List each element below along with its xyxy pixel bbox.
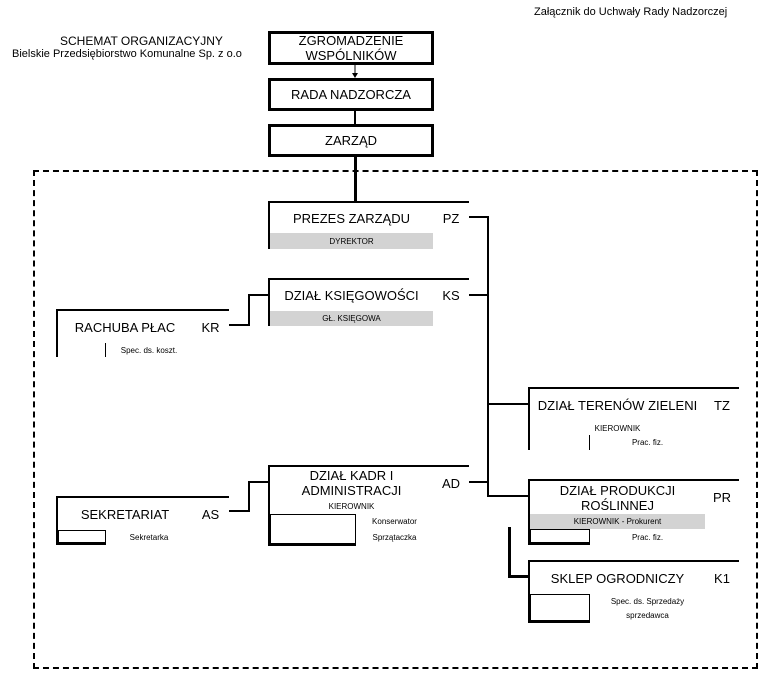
management-label: ZARZĄD: [325, 133, 377, 148]
accounting-code: KS: [433, 280, 469, 312]
garden-shop-code: K1: [705, 562, 739, 595]
green-areas-role: KIEROWNIK: [530, 421, 706, 436]
hr-admin-role3: Sprzątaczka: [355, 529, 434, 546]
hr-admin-unit: DZIAŁ KADR I ADMINISTRACJI AD KIEROWNIK …: [268, 465, 469, 546]
plant-production-name-text: DZIAŁ PRODUKCJI ROŚLINNEJ: [559, 482, 676, 513]
garden-shop-role2-code: [705, 608, 739, 623]
connector-as: [228, 510, 250, 512]
plant-production-code: PR: [705, 481, 739, 515]
plant-production-name: DZIAŁ PRODUKCJI ROŚLINNEJ: [530, 481, 706, 515]
green-areas-role2-code: [705, 435, 739, 450]
connector-pr-k1-horizontal: [508, 575, 529, 578]
connector-board-management: [354, 110, 356, 124]
connector-ad-as-vertical: [248, 481, 250, 512]
payroll-unit: RACHUBA PŁAC KR Spec. ds. koszt.: [56, 309, 229, 357]
arrow-head-assembly-board: [352, 73, 358, 78]
hr-admin-name: DZIAŁ KADR I ADMINISTRACJI: [270, 467, 434, 500]
secretariat-role-code: [192, 530, 229, 545]
connector-pz-trunk: [467, 216, 489, 218]
organization-boundary: [33, 170, 758, 669]
garden-shop-name: SKLEP OGRODNICZY: [530, 562, 706, 595]
secretariat-code: AS: [192, 498, 229, 531]
secretariat-name: SEKRETARIAT: [58, 498, 193, 531]
secretariat-unit: SEKRETARIAT AS Sekretarka: [56, 496, 229, 545]
plant-production-role2-code: [705, 529, 739, 545]
green-areas-name: DZIAŁ TERENÓW ZIELENI: [530, 389, 706, 422]
payroll-name: RACHUBA PŁAC: [58, 311, 193, 344]
garden-shop-role2: sprzedawca: [589, 608, 706, 623]
hr-admin-code: AD: [433, 467, 469, 500]
accounting-role: GŁ. KSIĘGOWA: [270, 311, 434, 326]
connector-pr-trunk: [487, 495, 529, 497]
accounting-role-code: [433, 311, 469, 326]
hr-admin-name-text: DZIAŁ KADR I ADMINISTRACJI: [301, 468, 402, 498]
green-areas-code: TZ: [705, 389, 739, 422]
connector-ad-left: [248, 481, 268, 483]
accounting-name: DZIAŁ KSIĘGOWOŚCI: [270, 280, 434, 312]
plant-production-role-code: [705, 514, 739, 530]
supervisory-board-box: RADA NADZORCZA: [268, 78, 434, 111]
green-areas-role2-spacer: [530, 435, 590, 450]
president-unit: PREZES ZARZĄDU PZ DYREKTOR: [268, 201, 469, 249]
garden-shop-role: Spec. ds. Sprzedaży: [589, 594, 706, 609]
president-role: DYREKTOR: [270, 233, 434, 249]
plant-production-unit: DZIAŁ PRODUKCJI ROŚLINNEJ PR KIEROWNIK -…: [528, 479, 739, 545]
green-areas-role2: Prac. fiz.: [589, 435, 706, 450]
hr-admin-role2-code: [433, 514, 469, 530]
attachment-note: Załącznik do Uchwały Rady Nadzorczej: [534, 6, 728, 18]
connector-ks-trunk: [467, 294, 489, 296]
green-areas-unit: DZIAŁ TERENÓW ZIELENI TZ KIEROWNIK Prac.…: [528, 387, 739, 450]
president-name: PREZES ZARZĄDU: [270, 203, 434, 234]
payroll-code: KR: [192, 311, 229, 344]
connector-ad-trunk: [467, 481, 489, 483]
management-box: ZARZĄD: [268, 124, 434, 157]
president-code: PZ: [433, 203, 469, 234]
connector-trunk-right: [487, 216, 489, 496]
president-role-code: [433, 233, 469, 249]
connector-kr: [228, 324, 250, 326]
hr-admin-role-code: [433, 499, 469, 515]
hr-admin-role2: Konserwator: [355, 514, 434, 530]
accounting-unit: DZIAŁ KSIĘGOWOŚCI KS GŁ. KSIĘGOWA: [268, 278, 469, 326]
connector-pr-k1-vertical: [508, 527, 511, 578]
payroll-role-code: [192, 343, 229, 357]
garden-shop-unit: SKLEP OGRODNICZY K1 Spec. ds. Sprzedaży …: [528, 560, 739, 623]
payroll-role-spacer: [58, 343, 106, 357]
hr-admin-role: KIEROWNIK: [270, 499, 434, 515]
payroll-role: Spec. ds. koszt.: [105, 343, 193, 357]
hr-admin-role3-code: [433, 529, 469, 546]
plant-production-role: KIEROWNIK - Prokurent: [530, 514, 706, 530]
assembly-label: ZGROMADZENIE WSPÓLNIKÓW: [298, 33, 404, 63]
chart-title: SCHEMAT ORGANIZACYJNY: [60, 34, 223, 48]
garden-shop-role-code: [705, 594, 739, 609]
assembly-box: ZGROMADZENIE WSPÓLNIKÓW: [268, 31, 434, 65]
supervisory-board-label: RADA NADZORCZA: [291, 87, 411, 102]
connector-ks-kr-vertical: [248, 294, 250, 326]
connector-tz-trunk: [487, 403, 529, 405]
green-areas-role-code: [705, 421, 739, 436]
connector-ks-left: [248, 294, 268, 296]
connector-management-president: [354, 156, 357, 202]
secretariat-role: Sekretarka: [105, 530, 193, 545]
plant-production-role2: Prac. fiz.: [589, 529, 706, 545]
company-name: Bielskie Przedsiębiorstwo Komunalne Sp. …: [12, 48, 242, 60]
